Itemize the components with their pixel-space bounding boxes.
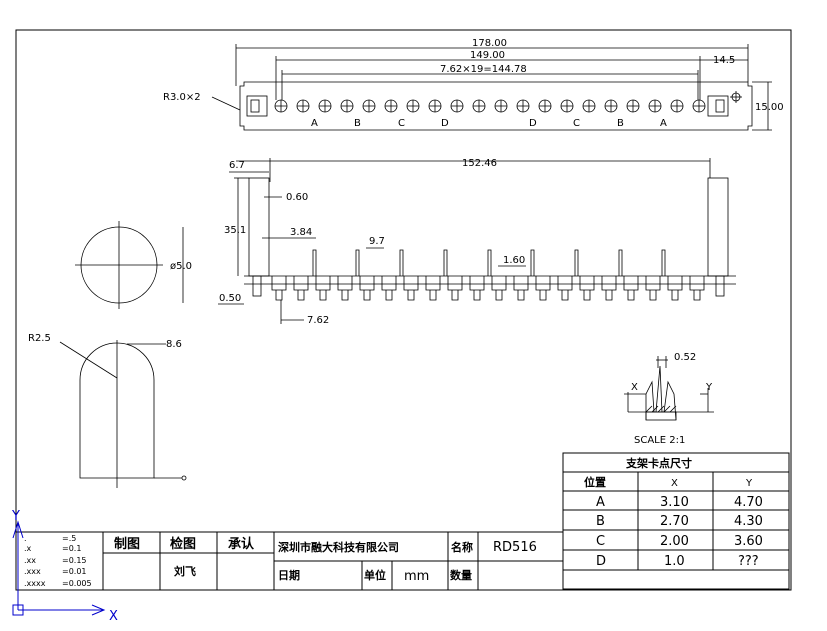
drawing-frame — [15, 29, 792, 591]
table-row-pos: B — [596, 514, 605, 529]
tolerance-val: =.5 — [62, 534, 76, 543]
dim-pin-w: 1.60 — [503, 255, 525, 266]
tolerance-val: =0.1 — [62, 544, 81, 553]
dim-thick: 0.60 — [286, 192, 308, 203]
unit-label: 单位 — [364, 568, 386, 582]
detail-x-label: X — [631, 382, 638, 393]
detail-dim: 0.52 — [674, 352, 696, 363]
dim-side-height: 35.1 — [224, 225, 246, 236]
dim-tip-radius: R2.5 — [28, 333, 51, 344]
side-view — [218, 158, 736, 324]
tolerance-key: . — [24, 534, 27, 543]
dim-pitch: 7.62×19=144.78 — [440, 64, 527, 75]
pin-holes — [274, 99, 706, 113]
title-block — [16, 531, 563, 590]
table-row-y: 4.70 — [734, 495, 763, 510]
table-row-x: 2.70 — [660, 514, 689, 529]
dim-overall: 178.00 — [472, 38, 507, 49]
table-row-pos: C — [596, 534, 605, 549]
qty-label: 数量 — [450, 568, 472, 582]
pin-label-4: D — [441, 118, 449, 129]
pin-label-5: D — [529, 118, 537, 129]
dim-end: 14.5 — [713, 55, 735, 66]
detail-view — [624, 356, 714, 421]
checked-label: 检图 — [170, 536, 196, 552]
tolerance-key: .xxx — [24, 567, 41, 576]
dim-span: 152.46 — [462, 158, 497, 169]
unit-value: mm — [404, 569, 429, 584]
dim-pin-h: 9.7 — [369, 236, 385, 247]
table-header-x: X — [671, 478, 678, 489]
table-rows: A 3.10 4.70 B 2.70 4.30 C 2.00 3.60 D 1.… — [596, 495, 763, 569]
table-row-pos: A — [596, 495, 605, 510]
pin-label-2: B — [354, 118, 361, 129]
ucs-icon — [12, 520, 106, 616]
pin-label-1: A — [311, 118, 318, 129]
date-label: 日期 — [278, 568, 300, 582]
table-row-y: ??? — [738, 554, 759, 569]
dim-tip-height: 8.6 — [166, 339, 182, 350]
table-row-y: 4.30 — [734, 514, 763, 529]
tolerance-key: .x — [24, 544, 32, 553]
tip-view — [59, 340, 182, 488]
table-row-y: 3.60 — [734, 534, 763, 549]
dim-width-a: 6.7 — [229, 160, 245, 171]
table-title: 支架卡点尺寸 — [625, 456, 692, 470]
top-view — [211, 44, 772, 131]
dim-diameter: ø5.0 — [170, 261, 192, 272]
pin-labels: A B C D D C B A — [311, 118, 667, 129]
drawn-label: 制图 — [114, 536, 140, 552]
pin-label-7: B — [617, 118, 624, 129]
dim-step: 3.84 — [290, 227, 312, 238]
tolerance-val: =0.01 — [62, 567, 87, 576]
detail-scale: SCALE 2:1 — [634, 435, 685, 446]
dim-base: 0.50 — [219, 293, 241, 304]
part-number: RD516 — [493, 540, 537, 555]
axis-x-label: X — [109, 609, 118, 624]
tolerance-key: .xxxx — [24, 579, 46, 588]
dim-pitch-side: 7.62 — [307, 315, 329, 326]
tolerance-key: .xx — [24, 556, 36, 565]
dim-height: 15.00 — [755, 102, 784, 113]
checker-name: 刘飞 — [174, 564, 196, 578]
table-header-y: Y — [745, 478, 753, 489]
position-table — [562, 452, 790, 590]
circle-view — [75, 221, 184, 309]
table-row-x: 2.00 — [660, 534, 689, 549]
table-header-pos: 位置 — [584, 475, 606, 489]
pin-label-6: C — [573, 118, 580, 129]
dim-inner: 149.00 — [470, 50, 505, 61]
tolerance-val: =0.005 — [62, 579, 92, 588]
pin-label-8: A — [660, 118, 667, 129]
table-row-pos: D — [596, 554, 606, 569]
tip-end-dot — [181, 475, 187, 481]
pin-label-3: C — [398, 118, 405, 129]
table-row-x: 1.0 — [664, 554, 685, 569]
tolerance-list: . =.5 .x =0.1 .xx =0.15 .xxx =0.01 .xxxx… — [24, 534, 92, 588]
company-name: 深圳市融大科技有限公司 — [278, 540, 399, 554]
axis-y-label: Y — [11, 509, 20, 524]
detail-y-label: Y — [705, 382, 713, 393]
table-row-x: 3.10 — [660, 495, 689, 510]
dim-corner: R3.0×2 — [163, 92, 201, 103]
name-label: 名称 — [451, 540, 473, 554]
tolerance-val: =0.15 — [62, 556, 87, 565]
approved-label: 承认 — [228, 536, 255, 552]
